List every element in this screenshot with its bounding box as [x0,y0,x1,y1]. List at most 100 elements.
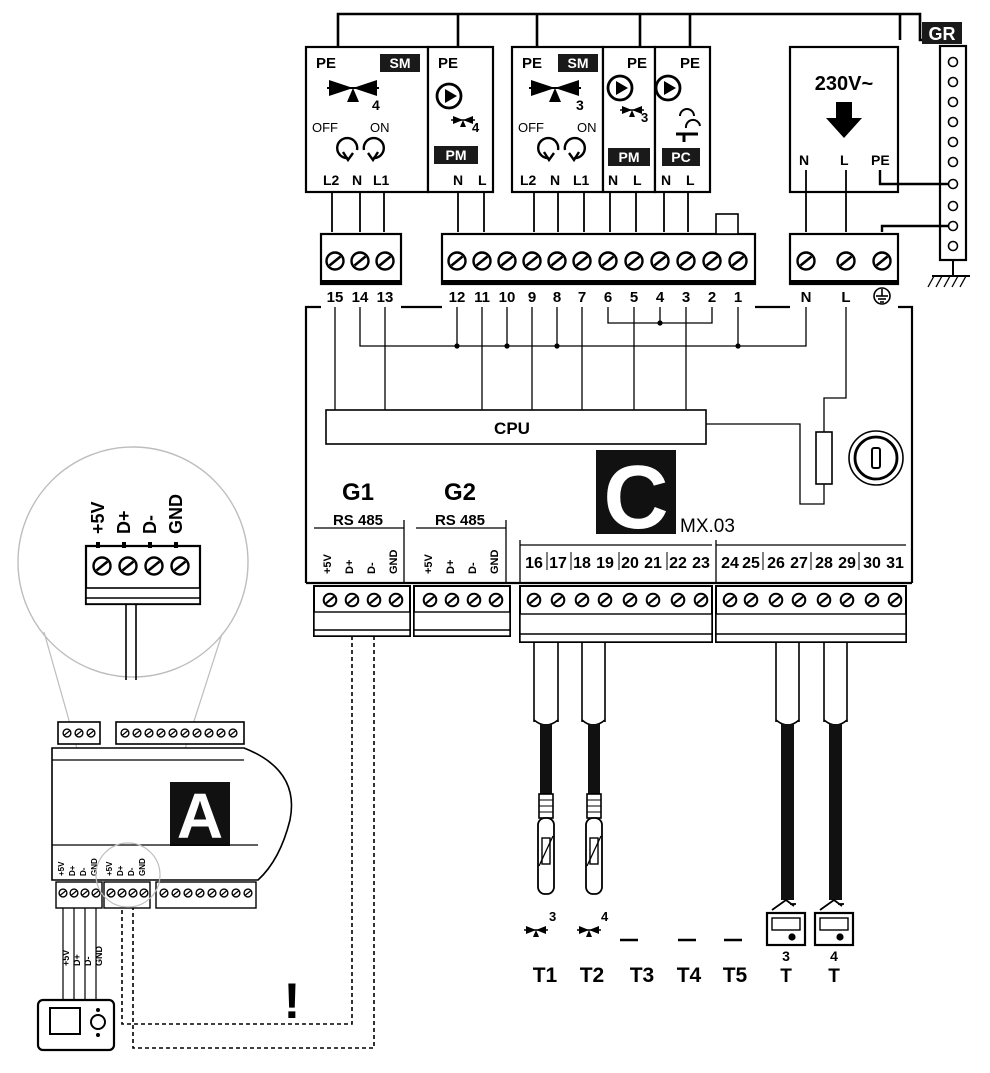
mixer-valve-3-term-n: N [550,172,560,188]
junction-dots [454,320,741,349]
module-a-pin1-dplus: D+ [68,865,77,876]
controller-body [304,305,914,585]
panel-pin-dplus: D+ [72,954,82,966]
valve-small-icon [523,925,549,938]
mixer-valve-3-tag: SM [568,55,589,71]
port-g2-name: G2 [444,479,476,506]
pump-icon [606,74,634,102]
sensor-terminal-numbers: 16 17 18 19 20 21 22 23 24 25 26 27 28 2… [519,540,906,583]
terminal-block-g1 [313,585,411,637]
g1-pin-gnd: GND [388,550,400,575]
panel-knob-icon [90,1014,106,1030]
rotation-arrows-icon [537,136,586,163]
zoom-pin-gnd: GND [166,494,186,534]
mixer-valve-4-box: PE SM 4 OFF ON L2 N L1 [304,45,430,194]
term-l: L [841,289,850,306]
module-a-pin1-gnd: GND [90,858,99,876]
g2-pin-gnd: GND [489,550,501,575]
warning-mark: ! [284,973,301,1029]
pump-4-index: 4 [472,120,480,135]
mixer-valve-4-pe: PE [316,55,336,72]
mixer-valve-4-index: 4 [372,97,380,113]
pump-3-tag: PM [619,149,640,165]
circulation-pump-term-n: N [661,172,671,188]
terminal-block-sensors-a [519,585,713,643]
power-supply-box: 230V~ N L PE [788,45,900,194]
g1-pin-dminus: D- [366,562,378,574]
mixer-valve-4-off: OFF [312,120,338,135]
circulation-pump-term-l: L [686,172,695,188]
power-arrow-icon [826,102,862,138]
term-3: 3 [682,289,690,306]
pump-4-term-n: N [453,172,463,188]
g2-pin-dminus: D- [467,562,479,574]
pump-4-box: PE 4 PM N L [426,45,495,194]
zoom-detail: +5V D+ D- GND [17,446,249,859]
thermostat-wires [775,642,848,900]
term-5: 5 [630,289,638,306]
grounding-label: GR [929,24,956,44]
pump-icon [654,74,682,102]
sensor-t1 [533,642,559,895]
mixer-valve-4-term-n: N [352,172,362,188]
term-23: 23 [692,555,710,572]
terminal-block-top-middle [440,213,757,286]
cpu-label: CPU [494,419,530,438]
port-g1: G1 RS 485 +5V D+ D- GND [314,479,405,583]
term-26: 26 [767,555,785,572]
valve-small-icon [576,925,602,938]
pump-3-box: PE 3 PM N L [601,45,657,194]
top-terminal-numbers: 15 14 13 12 11 10 9 8 7 6 5 4 3 2 1 N L [327,289,851,306]
circulation-pump-box: PE PC N L [653,45,712,194]
term-20: 20 [621,555,639,572]
power-term-pe: PE [871,152,890,168]
pump-3-term-n: N [608,172,618,188]
zoom-pin-dplus: D+ [114,510,134,534]
port-g1-bus: RS 485 [333,512,383,529]
g1-pin-dplus: D+ [344,560,356,574]
fuse-holder-icon[interactable] [848,430,904,486]
terminal-block-top-left [319,232,403,286]
module-a-pin2-dminus: D- [127,867,136,876]
panel-pin-dminus: D- [83,957,93,967]
label-t2: T2 [580,964,605,987]
term-27: 27 [790,555,808,572]
term-29: 29 [838,555,856,572]
term-31: 31 [886,555,904,572]
cpu: CPU [325,409,707,445]
term-21: 21 [644,555,662,572]
thermostat-4-index: 4 [830,948,838,964]
panel-pin-labels: +5V D+ D- GND [61,946,104,967]
term-16: 16 [525,555,543,572]
internal-wiring [334,307,847,505]
mixer-valve-4-on: ON [370,120,390,135]
module-a-pin2-gnd: GND [138,858,147,876]
port-g2-bus: RS 485 [435,512,485,529]
g2-pin-5v: +5V [423,553,435,574]
term-14: 14 [352,289,369,306]
module-a-pin1-5v: +5V [57,861,66,876]
earth-symbol-icon [873,287,891,305]
device-wires [331,170,948,232]
power-voltage: 230V~ [815,73,873,95]
term-17: 17 [549,555,567,572]
control-panel-device [36,998,116,1052]
module-a-pin2-dplus: D+ [116,865,125,876]
sensor-t2 [581,642,606,895]
label-t4: T4 [677,964,702,987]
mixer-valve-3-off: OFF [518,120,544,135]
term-12: 12 [449,289,466,306]
term-6: 6 [604,289,612,306]
terminal-block-sensors-b [715,585,907,643]
module-a-pin2-5v: +5V [105,861,114,876]
mixer-valve-3-pe: PE [522,55,542,72]
term-2: 2 [708,289,716,306]
panel-wires [62,908,97,1004]
grounding-strip: GR [922,22,970,288]
pump-4-tag: PM [446,147,467,163]
controller-logo: C MX.03 [596,448,735,548]
zoom-pin-5v: +5V [88,501,108,534]
sensor-index-4: 4 [601,909,609,924]
pump-3-term-l: L [633,172,642,188]
fuse [815,431,833,485]
